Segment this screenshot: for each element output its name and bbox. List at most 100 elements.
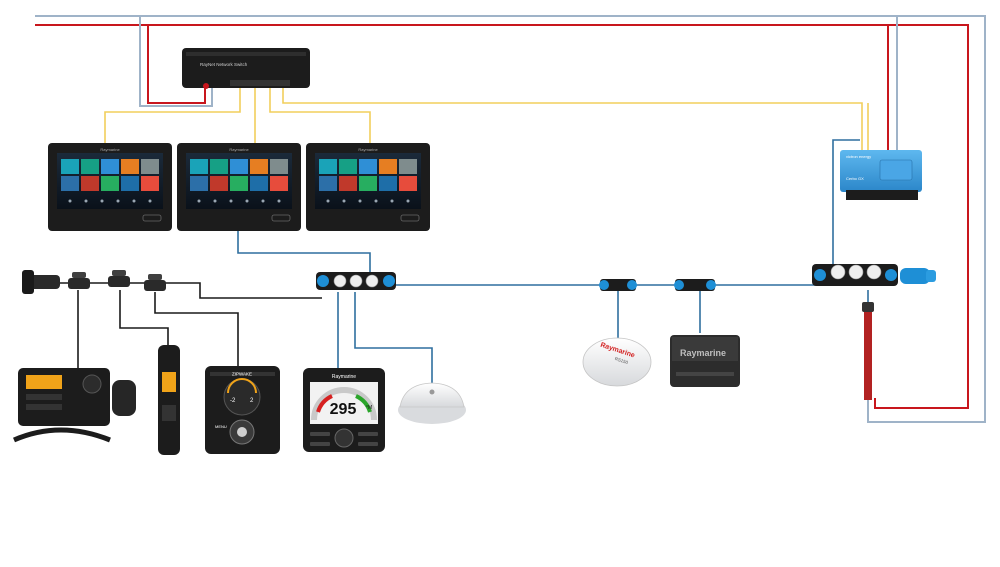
left-terminator — [22, 270, 60, 294]
network-switch-label: RayNet Network Switch — [200, 62, 248, 67]
mfd-app-tile — [339, 176, 357, 191]
backbone-terminator-right — [900, 268, 936, 284]
ethernet-cable-mfd3 — [269, 88, 371, 145]
return-cable-drop — [139, 16, 213, 107]
victron-to-backbone — [832, 139, 860, 198]
vhf-radio — [13, 368, 136, 443]
mfd-app-tile — [399, 176, 417, 191]
mfd-app-tile — [399, 159, 417, 174]
mfd-app-tile — [101, 159, 119, 174]
mfd-app-tile — [190, 159, 208, 174]
zipwake-menu-label: MENU — [215, 424, 227, 429]
autopilot-heading-unit: °M — [366, 405, 372, 411]
mfd-softkey-dot — [358, 199, 362, 203]
mfd-app-tile — [270, 176, 288, 191]
mfd-app-tile — [141, 176, 159, 191]
mfd-display-1: Raymarine — [48, 143, 172, 231]
hub-drop-cable — [119, 290, 169, 345]
mfd-softkey-dot — [229, 199, 233, 203]
zipwake-controller: ZIPWAKE -2 2 MENU — [205, 366, 280, 454]
mfd-softkey-dot — [406, 199, 410, 203]
gps-model: RS150 — [614, 356, 629, 365]
mfd-app-tile — [379, 176, 397, 191]
mfd-softkey-dot — [342, 199, 346, 203]
mfd-app-tile — [210, 159, 228, 174]
left-bus-cable — [60, 282, 322, 299]
mfd-softkey-dot — [277, 199, 281, 203]
mfd-app-tile — [210, 176, 228, 191]
ais-transceiver: Raymarine — [670, 335, 740, 387]
left-tee-1 — [68, 272, 90, 289]
mfd-display-2: Raymarine — [177, 143, 301, 231]
mfd-softkey-dot — [132, 199, 136, 203]
mfd-app-tile — [359, 159, 377, 174]
backbone-5way-left — [316, 272, 396, 290]
mfd-app-tile — [230, 159, 248, 174]
dome-sensor — [398, 382, 466, 424]
mfd-app-tile — [319, 159, 337, 174]
mfd-app-tile — [81, 159, 99, 174]
mfd-app-tile — [121, 176, 139, 191]
mfd-app-tile — [359, 176, 377, 191]
left-tee-2 — [108, 270, 130, 287]
mfd-app-tile — [190, 176, 208, 191]
mfd-softkey-dot — [100, 199, 104, 203]
mfd-softkey-dot — [374, 199, 378, 203]
mfd-to-backbone — [237, 225, 371, 285]
autopilot-controller: Raymarine 295 °M — [303, 368, 385, 452]
autopilot-heading: 295 — [330, 401, 357, 418]
mfd-app-tile — [339, 159, 357, 174]
backbone-tee-ais — [674, 279, 716, 291]
mfd-softkey-dot — [326, 199, 330, 203]
mfd-softkey-dot — [197, 199, 201, 203]
ais-brand: Raymarine — [680, 348, 726, 358]
mfd-softkey-dot — [116, 199, 120, 203]
network-switch: RayNet Network Switch — [182, 48, 310, 89]
zipwake-drop-cable — [154, 292, 239, 368]
victron-model: Cerbo GX — [846, 176, 864, 181]
mfd-softkey-dot — [390, 199, 394, 203]
mfd-1-brand: Raymarine — [100, 147, 120, 152]
zipwake-brand: ZIPWAKE — [232, 372, 252, 377]
mfd-app-tile — [319, 176, 337, 191]
mfd-app-tile — [61, 176, 79, 191]
return-cable — [35, 15, 986, 423]
power-cable-drop — [147, 25, 206, 104]
mfd-app-tile — [250, 159, 268, 174]
mfd-softkey-dot — [213, 199, 217, 203]
zipwake-left-value: -2 — [230, 398, 236, 404]
ethernet-cable-mfd1 — [104, 88, 241, 145]
mfd-app-tile — [141, 159, 159, 174]
mfd-app-tile — [379, 159, 397, 174]
mfd-2-brand: Raymarine — [229, 147, 249, 152]
zipwake-right-value: 2 — [250, 398, 254, 404]
victron-cerbo-gx: victron energy Cerbo GX — [840, 150, 922, 200]
backbone-tee-gps — [599, 279, 637, 291]
mfd-app-tile — [230, 176, 248, 191]
mfd-3-brand: Raymarine — [358, 147, 378, 152]
mfd-softkey-dot — [84, 199, 88, 203]
mfd-softkey-dot — [148, 199, 152, 203]
ethernet-cable-victron — [282, 88, 863, 150]
mfd-app-tile — [121, 159, 139, 174]
left-tee-3 — [144, 274, 166, 291]
gps-antenna: Raymarine RS150 — [582, 337, 652, 387]
mfd-softkey-dot — [261, 199, 265, 203]
victron-brand: victron energy — [846, 154, 871, 159]
nmea-hub — [158, 345, 180, 455]
power-tap-cable — [862, 302, 874, 400]
backbone-5way-right — [812, 264, 898, 286]
mfd-app-tile — [61, 159, 79, 174]
mfd-softkey-dot — [68, 199, 72, 203]
mfd-app-tile — [81, 176, 99, 191]
wind-drop-cable — [354, 292, 433, 388]
mfd-softkey-dot — [245, 199, 249, 203]
mfd-app-tile — [250, 176, 268, 191]
mfd-app-tile — [270, 159, 288, 174]
autopilot-brand: Raymarine — [332, 374, 356, 380]
mfd-display-3: Raymarine — [306, 143, 430, 231]
mfd-app-tile — [101, 176, 119, 191]
power-cable — [35, 24, 969, 409]
